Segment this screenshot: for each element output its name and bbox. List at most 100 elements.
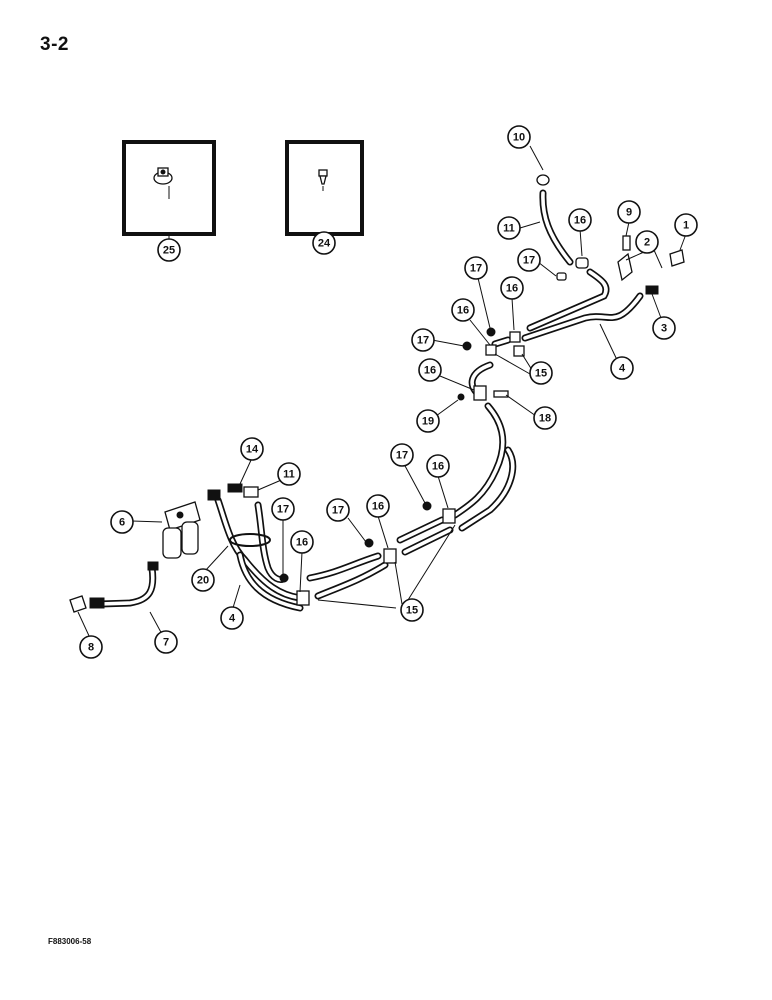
callout-circle [497,216,521,240]
callout-circle [416,409,440,433]
callout-20: 20 [191,568,215,592]
callout-label: 14 [246,444,259,456]
callout-label: 19 [422,416,434,428]
callout-9: 9 [617,200,641,224]
callout-label: 16 [457,305,469,317]
callout-circle [568,208,592,232]
callout-3: 3 [652,316,676,340]
callout-19: 19 [416,409,440,433]
callout-label: 4 [229,613,236,625]
callout-circle [110,510,134,534]
callout-label: 3 [661,323,667,335]
callout-11: 11 [277,462,301,486]
fitting-3 [645,285,659,295]
callout-label: 17 [396,450,408,462]
callout-label: 25 [163,245,175,257]
callout-16: 16 [290,530,314,554]
callout-circle [533,406,557,430]
callout-circle [617,200,641,224]
callout-18: 18 [533,406,557,430]
callout-circle [529,361,553,385]
callout-8: 8 [79,635,103,659]
callout-circle [411,328,435,352]
fitting-1 [669,249,685,267]
callout-2: 2 [635,230,659,254]
callout-circle [154,630,178,654]
callout-label: 15 [406,605,418,617]
callout-circle [418,358,442,382]
fitting-8 [69,595,87,613]
callout-label: 17 [523,255,535,267]
callout-circle [290,530,314,554]
callout-16: 16 [500,276,524,300]
inset-24 [285,140,364,236]
callout-14: 14 [240,437,264,461]
callout-label: 20 [197,575,209,587]
callout-label: 15 [535,368,547,380]
callout-16: 16 [568,208,592,232]
callout-17: 17 [464,256,488,280]
fitting-10 [536,174,550,186]
callout-16: 16 [418,358,442,382]
callout-16: 16 [366,494,390,518]
callout-17: 17 [517,248,541,272]
callout-label: 7 [163,637,169,649]
callout-label: 9 [626,207,632,219]
callout-17: 17 [271,497,295,521]
fitting-2 [617,252,633,282]
fitting-18 [493,390,509,398]
callout-label: 8 [88,642,94,654]
callout-17: 17 [390,443,414,467]
callout-17: 17 [326,498,350,522]
callout-label: 16 [372,501,384,513]
callout-6: 6 [110,510,134,534]
callout-label: 4 [619,363,626,375]
callout-circle [312,231,336,255]
callout-label: 17 [470,263,482,275]
callout-circle [507,125,531,149]
callout-circle [277,462,301,486]
callout-circle [610,356,634,380]
callout-15: 15 [400,598,424,622]
fittings [69,174,685,613]
inset-25 [122,140,216,240]
bleed-screw-icon [318,169,328,191]
callout-24: 24 [312,231,336,255]
callout-circle [635,230,659,254]
fitting-9 [622,235,631,251]
callout-label: 16 [506,283,518,295]
callout-circle [191,568,215,592]
callout-circle [400,598,424,622]
callout-circle [220,606,244,630]
callout-label: 17 [332,505,344,517]
callout-label: 11 [503,223,515,235]
callout-17: 17 [411,328,435,352]
callout-4: 4 [220,606,244,630]
callout-16: 16 [451,298,475,322]
callout-circle [652,316,676,340]
fitting-14 [227,483,243,493]
callout-circle [271,497,295,521]
callout-11: 11 [497,216,521,240]
fuel-filter [162,501,201,559]
callout-label: 17 [277,504,289,516]
callout-15: 15 [529,361,553,385]
callout-label: 10 [513,132,525,144]
callout-circle [366,494,390,518]
page-number: 3-2 [40,34,69,55]
callout-4: 4 [610,356,634,380]
callout-circle [157,238,181,262]
callout-label: 17 [417,335,429,347]
callout-label: 6 [119,517,125,529]
leader-lines [77,145,687,639]
callout-label: 24 [318,238,331,250]
callout-circle [426,454,450,478]
callout-circle [464,256,488,280]
callout-circle [500,276,524,300]
callout-label: 16 [574,215,586,227]
callout-label: 2 [644,237,650,249]
figure-code: F883006-58 [48,937,92,946]
callout-25: 25 [157,238,181,262]
